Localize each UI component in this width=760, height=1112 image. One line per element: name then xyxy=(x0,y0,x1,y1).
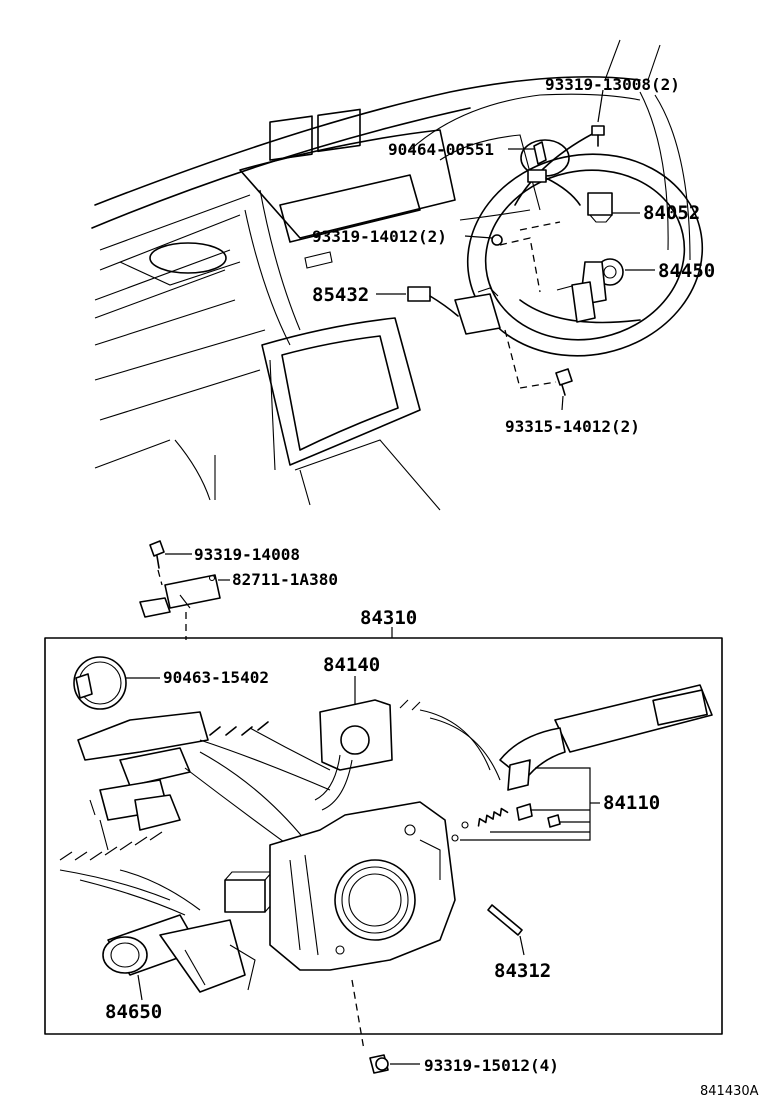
callout-84450: 84450 xyxy=(658,260,715,282)
callout-84650: 84650 xyxy=(105,1001,162,1023)
diagram-id-label: 841430A xyxy=(700,1084,759,1099)
callout-84110: 84110 xyxy=(603,792,660,814)
callout-90463-15402: 90463-15402 xyxy=(163,668,269,687)
switch-illustration xyxy=(44,540,723,1074)
callout-84140: 84140 xyxy=(323,654,380,676)
callout-84310: 84310 xyxy=(360,607,417,629)
dashboard-illustration xyxy=(91,39,704,511)
callout-93319-14008: 93319-14008 xyxy=(194,545,300,564)
callout-84052: 84052 xyxy=(643,202,700,224)
callout-93319-14012: 93319-14012(2) xyxy=(312,227,447,246)
callout-90464-00551: 90464-00551 xyxy=(388,140,494,159)
callout-93315-14012: 93315-14012(2) xyxy=(505,417,640,436)
callout-93319-15012: 93319-15012(4) xyxy=(424,1056,559,1075)
callout-84312: 84312 xyxy=(494,960,551,982)
callout-93319-13008: 93319-13008(2) xyxy=(545,75,680,94)
callout-82711-1A380: 82711-1A380 xyxy=(232,570,338,589)
callout-85432: 85432 xyxy=(312,284,369,306)
